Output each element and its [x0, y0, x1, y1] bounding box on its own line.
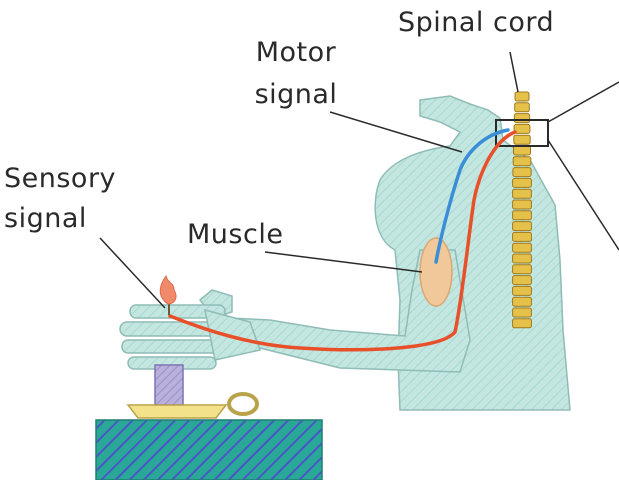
candle-holder [128, 394, 257, 418]
vertebra [515, 92, 529, 101]
vertebra [515, 103, 530, 112]
hand [120, 290, 260, 369]
muscle-shape [420, 238, 452, 306]
vertebra [513, 189, 532, 198]
sensory-signal-label-line2: signal [4, 202, 87, 236]
vertebra [513, 200, 532, 209]
vertebra [513, 308, 532, 317]
vertebra [514, 146, 531, 155]
flame-icon [160, 276, 176, 304]
vertebra [513, 243, 532, 252]
vertebra [513, 286, 532, 295]
vertebra [514, 135, 530, 144]
box-right-leader-bottom [548, 140, 619, 250]
vertebra [513, 157, 531, 166]
vertebra [513, 297, 532, 306]
motor-signal-label-line2: signal [236, 78, 356, 112]
spinal-cord-label: Spinal cord [398, 6, 554, 40]
vertebra [513, 276, 532, 285]
muscle-label: Muscle [187, 218, 283, 252]
motor-signal-label-line1: Motor [236, 36, 356, 70]
vertebra [513, 232, 532, 241]
vertebra [513, 254, 532, 263]
vertebra [514, 114, 529, 123]
spinal-cord-leader [510, 52, 518, 92]
vertebra [513, 319, 532, 328]
sensory-signal-leader [100, 238, 165, 308]
candle [155, 365, 183, 405]
box-right-leader-top [548, 82, 619, 122]
vertebra [513, 222, 532, 231]
vertebra [513, 178, 532, 187]
table [96, 420, 322, 480]
vertebra [513, 211, 532, 220]
vertebra [513, 168, 531, 177]
sensory-signal-label-line1: Sensory [4, 162, 116, 196]
vertebra [513, 265, 532, 274]
